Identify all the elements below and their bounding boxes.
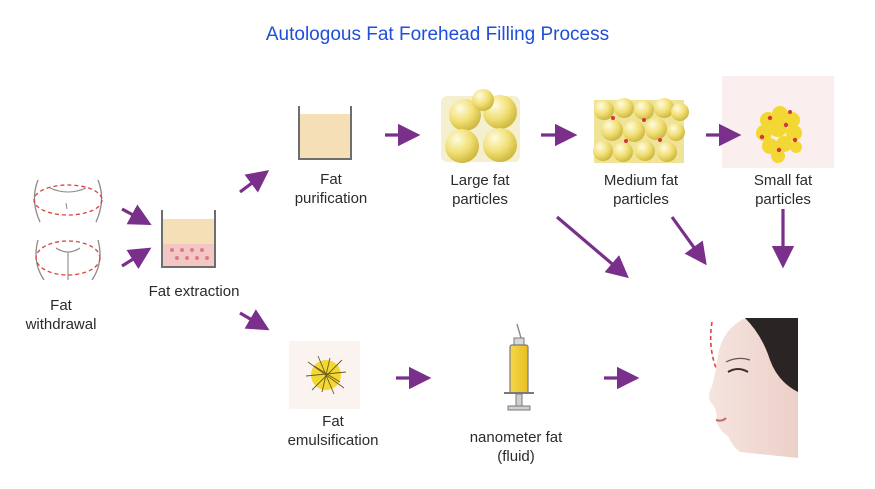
label-nanometer-fat: nanometer fat (fluid) [456, 428, 576, 466]
label-line: emulsification [287, 432, 379, 449]
arrow-large-to-face [555, 215, 629, 279]
label-fat-emulsification: Fat emulsification [268, 412, 398, 450]
syringe-icon [504, 323, 534, 411]
label-line: Fat [322, 413, 344, 430]
face-profile-icon [709, 318, 798, 458]
label-line: particles [452, 191, 508, 208]
label-line: Large fat [450, 172, 510, 189]
label-line: purification [294, 190, 368, 207]
large-fat-particles-icon [441, 89, 520, 163]
arrow-extraction-to-emulsification [239, 309, 270, 331]
flow-arrows [121, 123, 795, 390]
body-sketch-icon [33, 179, 103, 281]
label-line: withdrawal [25, 316, 97, 333]
label-line: Small fat [753, 172, 813, 189]
label-line: Medium fat [603, 172, 679, 189]
label-line: Fat [320, 171, 342, 188]
emulsification-icon [289, 341, 360, 409]
label-large-fat-particles: Large fat particles [425, 171, 535, 209]
label-line: (fluid) [497, 448, 535, 465]
label-line: nanometer fat [469, 429, 563, 446]
arrow-withdrawal-to-extraction-a [121, 204, 152, 226]
label-line: Fat extraction [148, 283, 240, 300]
arrow-withdrawal-to-extraction-b [121, 247, 152, 269]
label-medium-fat-particles: Medium fat particles [586, 171, 696, 209]
label-line: particles [755, 191, 811, 208]
medium-fat-particles-icon [593, 98, 689, 163]
label-fat-withdrawal: Fat withdrawal [16, 296, 106, 334]
diagram-title: Autologous Fat Forehead Filling Process [265, 24, 610, 45]
label-fat-extraction: Fat extraction [139, 282, 249, 301]
small-fat-particles-icon [722, 76, 834, 168]
label-line: Fat [50, 297, 72, 314]
arrow-extraction-to-purification [239, 170, 270, 194]
purification-container-icon [298, 106, 352, 160]
arrow-medium-to-face [670, 216, 707, 266]
label-line: particles [613, 191, 669, 208]
label-fat-purification: Fat purification [276, 170, 386, 208]
label-small-fat-particles: Small fat particles [728, 171, 838, 209]
extraction-container-icon [161, 210, 216, 268]
